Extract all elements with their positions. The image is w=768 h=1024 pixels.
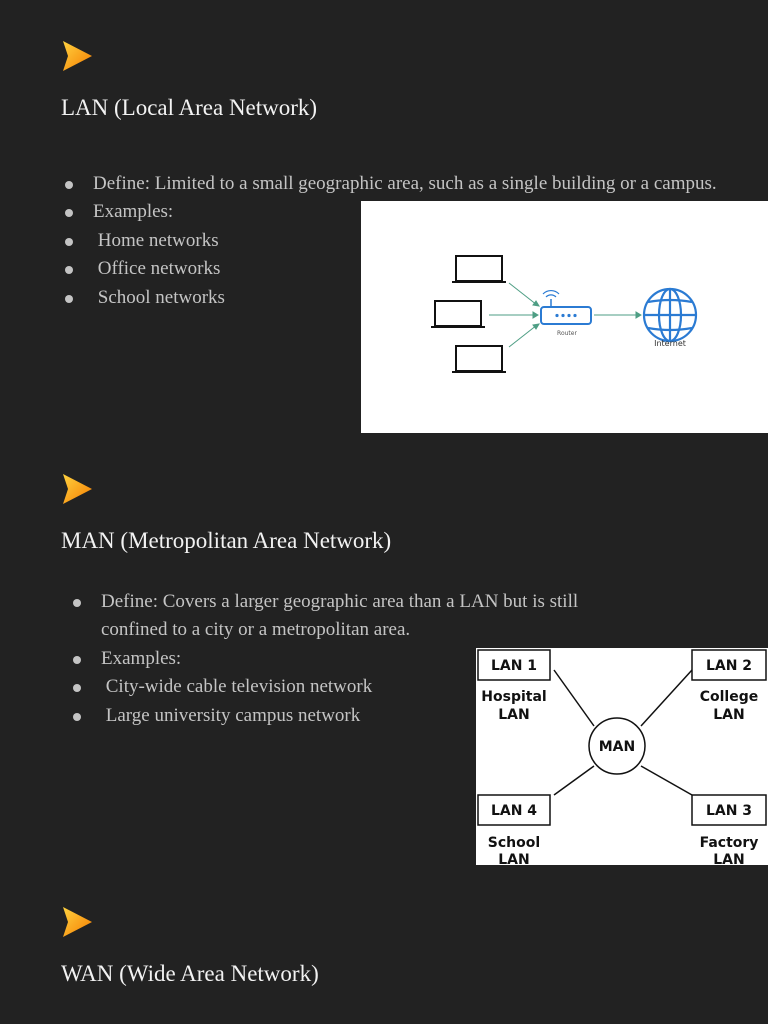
internet-label: Internet — [654, 339, 686, 348]
list-item: City-wide cable television network — [70, 673, 620, 701]
lan-box-label: LAN 1 — [491, 658, 537, 674]
lan-bullet-list: Define: Limited to a small geographic ar… — [62, 170, 742, 312]
lan-caption: School — [488, 835, 540, 851]
lan-caption: LAN — [498, 707, 529, 723]
lan-caption: LAN — [713, 707, 744, 723]
list-item: Define: Covers a larger geographic area … — [70, 588, 620, 645]
list-item: School networks — [62, 284, 742, 312]
lan-box-label: LAN 3 — [706, 803, 752, 819]
man-hub: MAN — [588, 717, 646, 775]
list-item: Examples: — [70, 645, 620, 673]
lan-box-label: LAN 2 — [706, 658, 752, 674]
man-diagram: LAN 1 Hospital LAN LAN 2 College LAN LAN… — [476, 648, 768, 865]
list-item: Define: Limited to a small geographic ar… — [62, 170, 742, 198]
list-item: Home networks — [62, 227, 742, 255]
router-icon — [540, 290, 592, 325]
lan-caption: Hospital — [481, 689, 546, 705]
lan-caption: LAN — [498, 852, 529, 865]
laptop-icon — [452, 255, 506, 283]
play-arrow-icon — [63, 41, 92, 71]
lan-caption: College — [700, 689, 759, 705]
lan-box-label: LAN 4 — [491, 803, 537, 819]
lan-node: LAN 3 Factory LAN — [691, 794, 767, 865]
man-center-label: MAN — [599, 739, 635, 755]
list-item: Large university campus network — [70, 702, 620, 730]
lan-node: LAN 1 Hospital LAN — [477, 649, 551, 723]
lan-diagram: Router Internet — [361, 201, 768, 433]
lan-caption: LAN — [713, 852, 744, 865]
lan-node: LAN 4 School LAN — [477, 794, 551, 865]
man-bullet-list: Define: Covers a larger geographic area … — [70, 588, 620, 730]
router-label: Router — [557, 330, 577, 337]
section-heading-lan: LAN (Local Area Network) — [61, 95, 318, 120]
play-arrow-icon — [63, 474, 92, 504]
lan-node: LAN 2 College LAN — [691, 649, 767, 723]
play-arrow-icon — [63, 907, 92, 937]
laptop-icon — [452, 345, 506, 373]
laptop-icon — [431, 300, 485, 328]
list-item: Examples: — [62, 198, 742, 226]
list-item: Office networks — [62, 255, 742, 283]
globe-icon — [642, 287, 698, 343]
section-heading-wan: WAN (Wide Area Network) — [61, 961, 319, 986]
section-heading-man: MAN (Metropolitan Area Network) — [61, 528, 392, 553]
lan-caption: Factory — [700, 835, 759, 851]
